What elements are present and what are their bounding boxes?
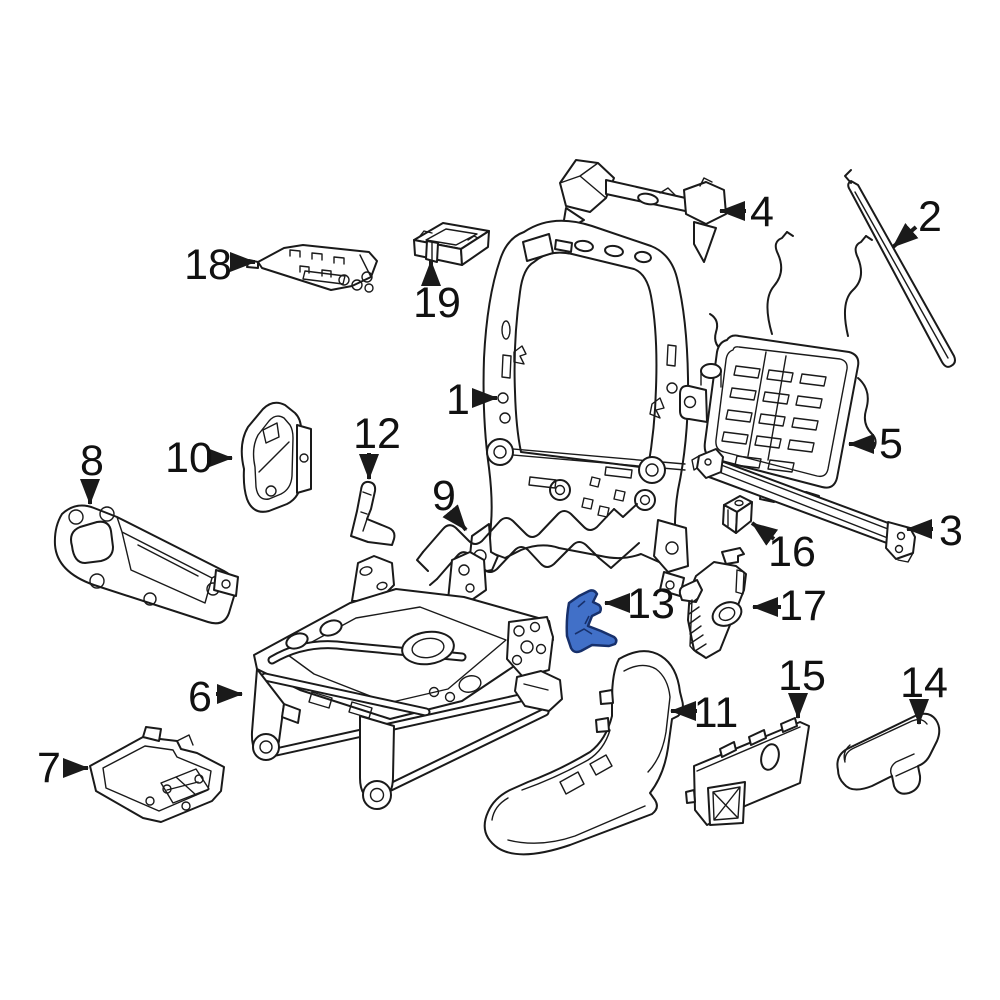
callout-number-9: 9 <box>432 472 456 520</box>
part-2-rod <box>844 169 956 368</box>
callout-arrow-16 <box>750 521 779 546</box>
part-13-inner-bracket-highlighted <box>565 589 618 654</box>
callout-number-3: 3 <box>939 507 963 555</box>
part-14-recliner-handle <box>836 712 941 795</box>
part-12-bracket <box>350 480 396 546</box>
callout-number-15: 15 <box>778 652 826 700</box>
callout-number-16: 16 <box>768 528 816 576</box>
part-5-back-panel <box>679 231 877 511</box>
callout-number-4: 4 <box>750 188 774 236</box>
part-16-spacer-block <box>722 495 753 534</box>
callout-number-8: 8 <box>80 437 104 485</box>
callout-number-14: 14 <box>900 659 948 707</box>
callout-number-1: 1 <box>446 376 470 424</box>
part-11-side-shield <box>483 650 684 856</box>
part-6-seat-adjuster <box>250 551 563 810</box>
part-17-recliner-motor <box>678 547 747 659</box>
callout-number-13: 13 <box>627 580 675 628</box>
callout-number-11: 11 <box>694 689 739 737</box>
callout-arrow-9 <box>442 504 468 532</box>
callout-number-18: 18 <box>184 241 232 289</box>
callout-number-10: 10 <box>165 434 213 482</box>
part-15-shield-panel <box>685 717 810 826</box>
callout-number-7: 7 <box>37 744 61 792</box>
callout-number-2: 2 <box>918 193 942 241</box>
part-7-track-cover <box>89 726 225 823</box>
callout-arrow-2 <box>891 223 919 249</box>
callout-number-6: 6 <box>188 673 212 721</box>
part-18-occupant-module <box>246 244 378 293</box>
callout-number-19: 19 <box>413 279 461 327</box>
callout-number-17: 17 <box>779 582 827 630</box>
part-1-seatback-frame <box>465 219 690 597</box>
part-3-crossmember-rail <box>691 448 916 563</box>
callout-number-12: 12 <box>353 410 401 458</box>
part-8-riser-bracket <box>53 504 239 625</box>
part-10-side-member <box>240 401 312 513</box>
part-19-module-cover <box>413 222 490 266</box>
callout-number-5: 5 <box>879 420 903 468</box>
